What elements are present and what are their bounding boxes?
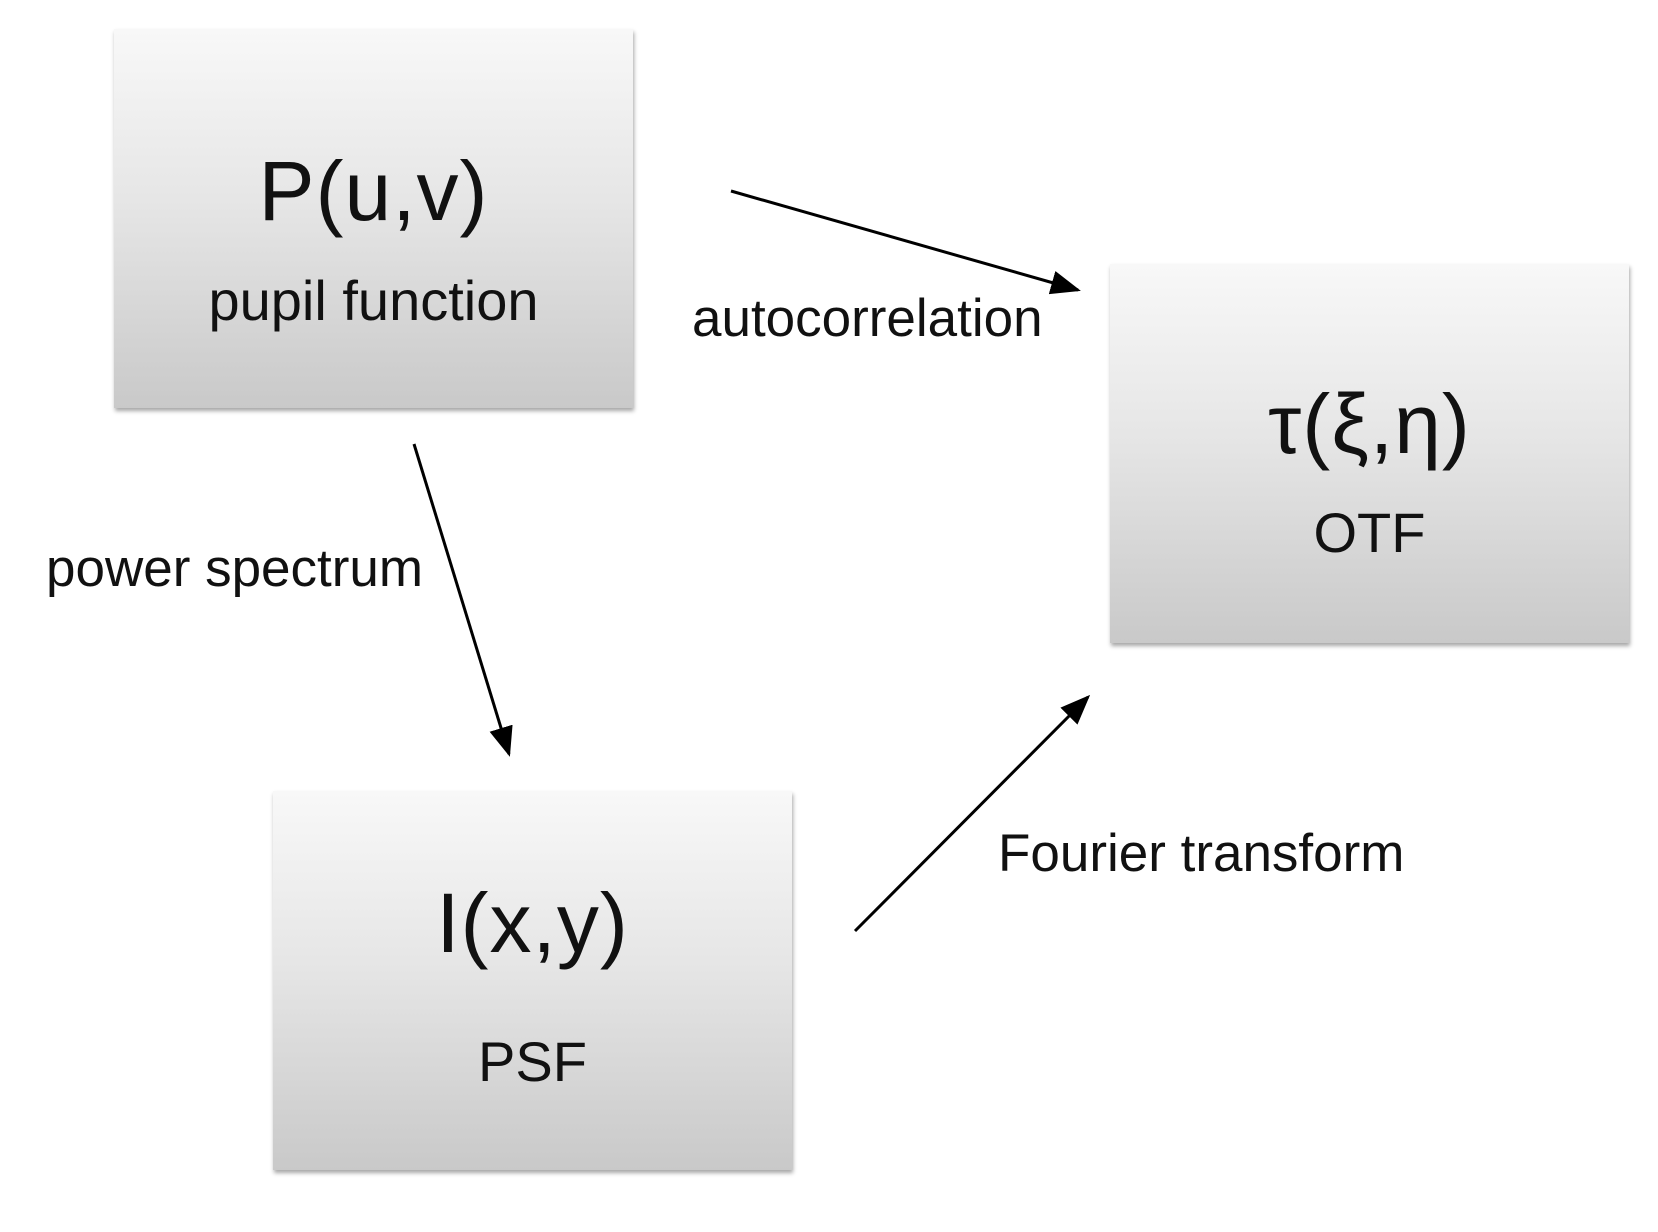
node-pupil-caption: pupil function	[208, 269, 539, 332]
node-pupil-function: P(u,v) pupil function	[114, 29, 633, 408]
node-pupil-symbol: P(u,v)	[258, 144, 489, 238]
node-psf: I(x,y) PSF	[273, 791, 792, 1170]
node-otf-symbol: τ(ξ,η)	[1268, 377, 1471, 471]
node-otf-caption: OTF	[1313, 501, 1426, 564]
node-psf-caption: PSF	[478, 1030, 587, 1093]
node-otf: τ(ξ,η) OTF	[1110, 264, 1629, 643]
arrow-autocorrelation	[730, 189, 1081, 295]
label-fourier-transform: Fourier transform	[998, 824, 1405, 883]
arrow-power-spectrum	[412, 443, 513, 757]
label-autocorrelation: autocorrelation	[692, 289, 1043, 348]
arrow-fourier-transform	[853, 694, 1091, 933]
label-power-spectrum: power spectrum	[46, 539, 424, 598]
node-psf-symbol: I(x,y)	[436, 876, 629, 970]
